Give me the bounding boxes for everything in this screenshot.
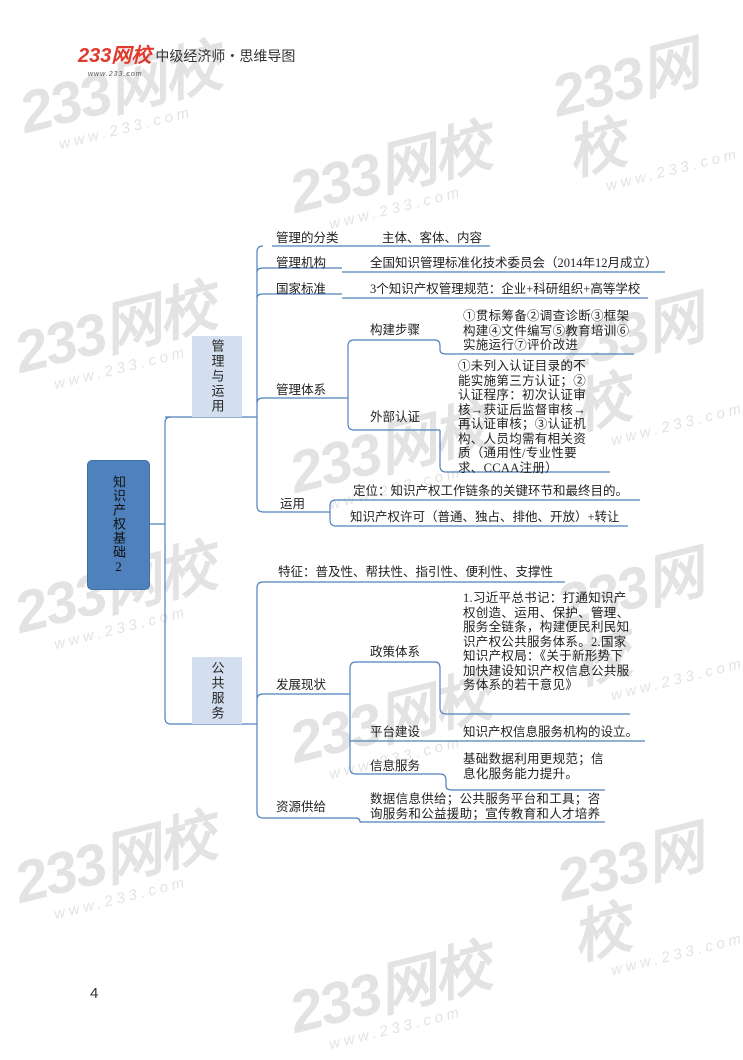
detail-mgmt-classification: 主体、客体、内容 xyxy=(382,231,483,245)
node-application[interactable]: 运用 xyxy=(280,497,306,511)
node-mgmt-system[interactable]: 管理体系 xyxy=(276,383,327,397)
detail-national-standard: 3个知识产权管理规范：企业+科研组织+高等学校 xyxy=(370,282,641,296)
brand-logo: 233网校 www.233.com xyxy=(78,45,152,78)
root-label: 知识产权基础2 xyxy=(111,475,126,575)
node-resource-supply[interactable]: 资源供给 xyxy=(276,800,327,814)
node-build-steps[interactable]: 构建步骤 xyxy=(370,323,421,337)
branch-label: 管理与运用 xyxy=(209,339,225,414)
branch-management-node[interactable]: 管理与运用 xyxy=(192,336,242,417)
detail-policy-system: 1.习近平总书记：打通知识产权创造、运用、保护、管理、服务全链条，构建便民利民知… xyxy=(463,591,630,692)
node-info-service[interactable]: 信息服务 xyxy=(370,759,421,773)
root-node[interactable]: 知识产权基础2 xyxy=(87,460,150,590)
node-mgmt-classification[interactable]: 管理的分类 xyxy=(276,231,339,245)
detail-build-steps: ①贯标筹备②调查诊断③框架构建④文件编写⑤教育培训⑥实施运行⑦评价改进 xyxy=(463,309,630,352)
node-features[interactable]: 特征：普及性、帮扶性、指引性、便利性、支撑性 xyxy=(278,565,554,579)
detail-application-license: 知识产权许可（普通、独占、排他、开放）+转让 xyxy=(350,510,620,524)
detail-application-positioning: 定位：知识产权工作链条的关键环节和最终目的。 xyxy=(353,484,629,498)
page-title: 中级经济师・思维导图 xyxy=(155,49,296,65)
branch-public-service-node[interactable]: 公共服务 xyxy=(192,657,242,724)
node-mgmt-agency[interactable]: 管理机构 xyxy=(276,256,327,270)
node-national-standard[interactable]: 国家标准 xyxy=(276,282,327,296)
page-number: 4 xyxy=(90,985,99,1002)
detail-info-service: 基础数据利用更规范；信息化服务能力提升。 xyxy=(463,752,604,781)
node-external-cert[interactable]: 外部认证 xyxy=(370,410,421,424)
node-platform-building[interactable]: 平台建设 xyxy=(370,725,421,739)
detail-mgmt-agency: 全国知识管理标准化技术委员会（2014年12月成立） xyxy=(370,256,658,270)
node-policy-system[interactable]: 政策体系 xyxy=(370,645,421,659)
detail-platform-building: 知识产权信息服务机构的设立。 xyxy=(463,725,639,739)
branch-label: 公共服务 xyxy=(209,660,225,721)
page-header: 233网校 www.233.com 中级经济师・思维导图 xyxy=(78,45,296,78)
detail-resource-supply: 数据信息供给；公共服务平台和工具；咨询服务和公益援助；宣传教育和人才培养 xyxy=(370,792,601,821)
detail-external-cert: ①未列入认证目录的不能实施第三方认证；②认证程序：初次认证审核→获证后监督审核→… xyxy=(458,359,587,475)
node-development-status[interactable]: 发展现状 xyxy=(276,678,327,692)
